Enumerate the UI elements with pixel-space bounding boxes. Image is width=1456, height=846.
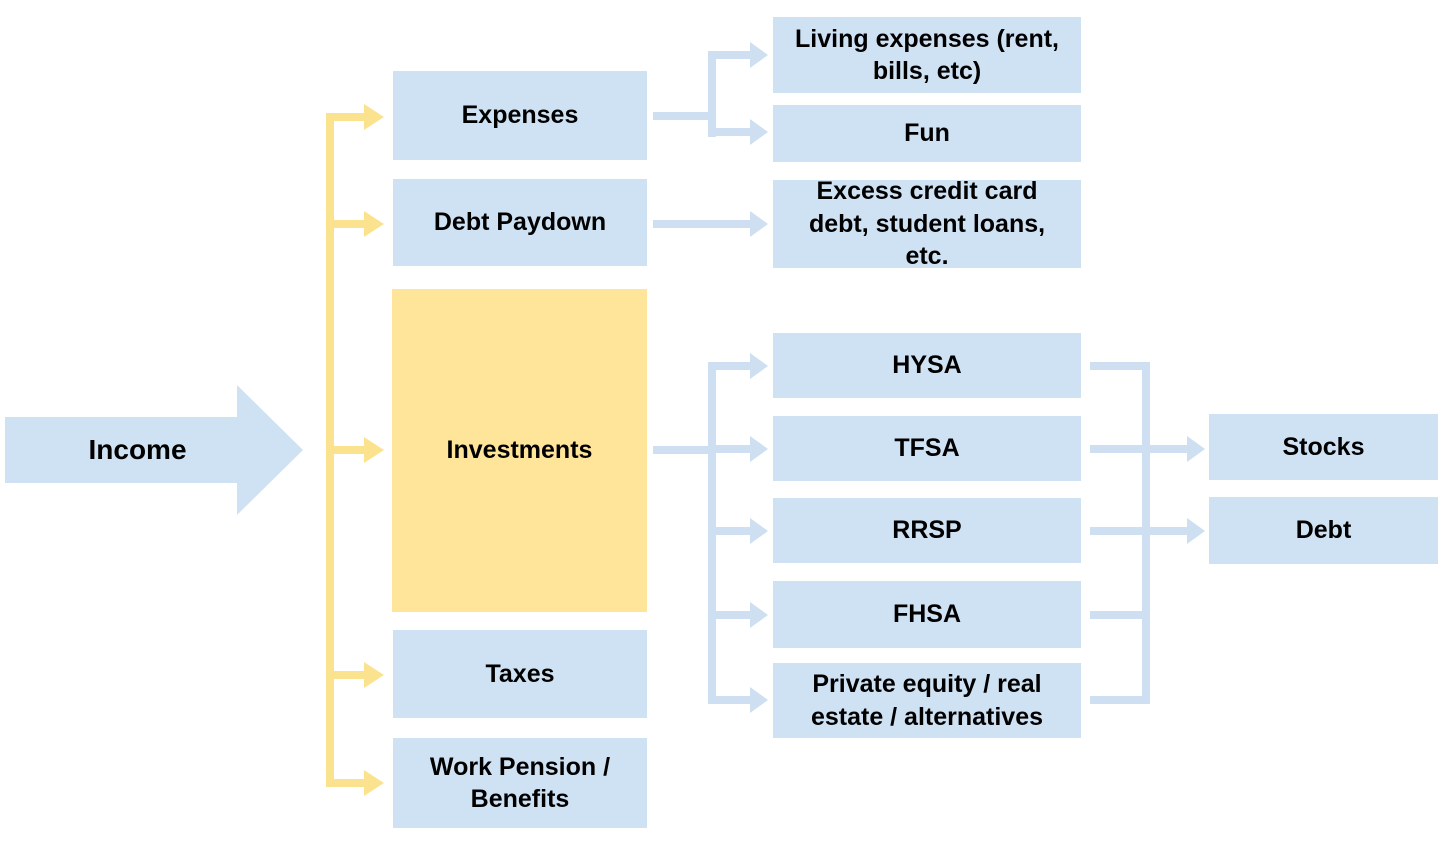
- arrowhead-taxes: [364, 662, 384, 688]
- arrowhead-stocks: [1187, 436, 1205, 462]
- line-to-debt: [1090, 527, 1187, 535]
- branch-line-hysa: [708, 362, 750, 370]
- node-fun: Fun: [773, 105, 1081, 162]
- branch-line-investments: [326, 446, 364, 454]
- arrowhead-expenses: [364, 104, 384, 130]
- node-expenses-label: Expenses: [461, 101, 579, 130]
- branch-line-rrsp: [708, 527, 750, 535]
- arrowhead-living-expenses: [750, 42, 768, 68]
- arrowhead-fhsa: [750, 602, 768, 628]
- node-rrsp: RRSP: [773, 498, 1081, 563]
- node-fun-label: Fun: [904, 119, 950, 148]
- node-income-label: Income: [88, 433, 187, 465]
- node-work-pension-label: Work Pension / Benefits: [429, 752, 611, 814]
- node-debt-paydown-label: Debt Paydown: [433, 208, 607, 237]
- stub-expenses-out: [653, 112, 716, 120]
- arrowhead-debt-paydown: [364, 211, 384, 237]
- node-private-equity: Private equity / real estate / alternati…: [773, 663, 1081, 738]
- branch-line-living-expenses: [708, 51, 750, 59]
- node-fhsa: FHSA: [773, 581, 1081, 648]
- expenses-split-vertical: [708, 51, 716, 137]
- node-living-expenses-label: Living expenses (rent, bills, etc): [795, 24, 1059, 86]
- arrowhead-debt: [1187, 518, 1205, 544]
- branch-line-work-pension: [326, 779, 364, 787]
- branch-line-tfsa: [708, 445, 750, 453]
- node-expenses: Expenses: [393, 71, 647, 160]
- branch-line-private-equity: [708, 696, 750, 704]
- arrowhead-tfsa: [750, 436, 768, 462]
- node-excess-debt-label: Excess credit card debt, student loans, …: [808, 177, 1046, 271]
- line-debt-paydown-excess: [653, 220, 750, 228]
- node-investments-label: Investments: [446, 436, 593, 465]
- feeder-line-fhsa: [1090, 611, 1150, 619]
- arrowhead-excess-debt: [750, 211, 768, 237]
- branch-line-taxes: [326, 671, 364, 679]
- node-stocks-label: Stocks: [1282, 432, 1365, 461]
- branch-line-debt-paydown: [326, 220, 364, 228]
- node-investments: Investments: [392, 289, 647, 612]
- arrowhead-work-pension: [364, 770, 384, 796]
- node-taxes: Taxes: [393, 630, 647, 718]
- node-debt-paydown: Debt Paydown: [393, 179, 647, 266]
- arrowhead-private-equity: [750, 687, 768, 713]
- node-hysa-label: HYSA: [892, 351, 962, 380]
- arrowhead-hysa: [750, 353, 768, 379]
- arrowhead-rrsp: [750, 518, 768, 544]
- node-excess-debt: Excess credit card debt, student loans, …: [773, 177, 1081, 270]
- node-living-expenses: Living expenses (rent, bills, etc): [773, 17, 1081, 93]
- node-private-equity-label: Private equity / real estate / alternati…: [810, 670, 1044, 731]
- node-debt-label: Debt: [1295, 516, 1352, 545]
- feeder-line-hysa: [1090, 362, 1150, 370]
- node-rrsp-label: RRSP: [892, 516, 962, 545]
- branch-line-expenses: [326, 113, 364, 121]
- node-hysa: HYSA: [773, 333, 1081, 398]
- stub-investments-out: [653, 446, 716, 454]
- node-tfsa: TFSA: [773, 416, 1081, 481]
- branch-line-fun: [708, 128, 750, 136]
- arrowhead-fun: [750, 119, 768, 145]
- node-taxes-label: Taxes: [485, 659, 555, 688]
- node-stocks: Stocks: [1209, 414, 1438, 480]
- node-fhsa-label: FHSA: [892, 600, 962, 629]
- node-income: Income: [5, 417, 270, 483]
- branch-line-fhsa: [708, 611, 750, 619]
- node-work-pension: Work Pension / Benefits: [393, 738, 647, 828]
- arrowhead-investments: [364, 437, 384, 463]
- feeder-line-private-equity: [1090, 696, 1150, 704]
- node-debt: Debt: [1209, 497, 1438, 564]
- node-tfsa-label: TFSA: [894, 434, 960, 463]
- income-arrow-shape: [5, 385, 303, 515]
- line-to-stocks: [1090, 445, 1187, 453]
